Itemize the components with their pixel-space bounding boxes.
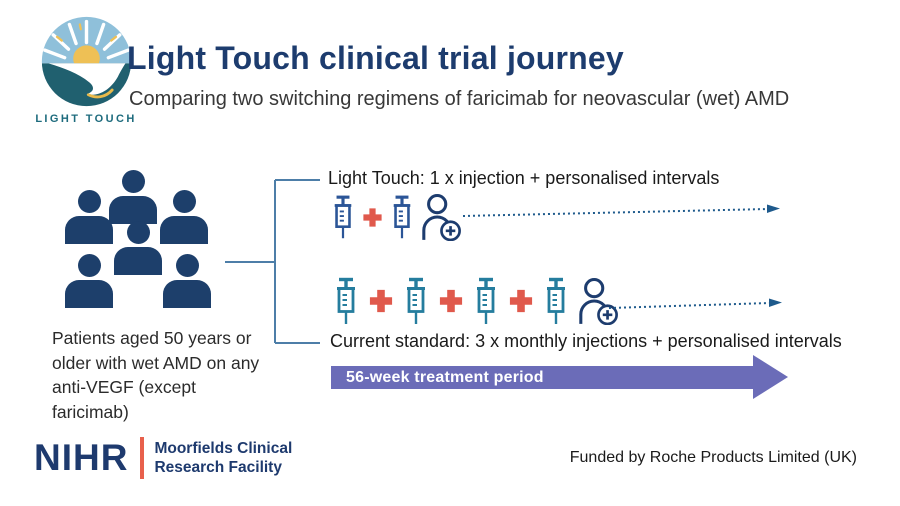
treatment-period-arrow: 56-week treatment period — [331, 366, 753, 389]
current-standard-interval-arrow — [608, 298, 782, 309]
plus-icon — [439, 289, 463, 313]
plus-icon — [509, 289, 533, 313]
funding-note: Funded by Roche Products Limited (UK) — [569, 449, 857, 466]
facility-line2: Research Facility — [154, 459, 282, 476]
person-icon — [160, 190, 208, 244]
patients-description: Patients aged 50 years or older with wet… — [52, 328, 260, 422]
nihr-logo: NIHR Moorfields Clinical Research Facili… — [34, 437, 292, 479]
current-standard-icon-row — [333, 276, 619, 326]
light-touch-logo-icon — [41, 16, 131, 107]
treatment-period-label: 56-week treatment period — [346, 368, 544, 386]
syringe-icon — [547, 277, 565, 324]
light-touch-icon-row — [331, 193, 462, 241]
facility-line1: Moorfields Clinical — [154, 440, 293, 457]
page-subtitle: Comparing two switching regimens of fari… — [129, 88, 790, 110]
person-add-icon — [579, 277, 618, 325]
logo-caption: LIGHT TOUCH — [35, 113, 137, 125]
person-icon — [65, 190, 113, 244]
syringe-icon — [393, 195, 411, 239]
connector-bracket — [225, 179, 320, 344]
light-touch-interval-arrow — [462, 204, 780, 217]
syringe-icon — [407, 277, 425, 324]
nihr-wordmark: NIHR — [34, 437, 129, 478]
person-add-icon — [422, 193, 461, 241]
person-icon — [109, 170, 157, 224]
syringe-icon — [477, 277, 495, 324]
treatment-period-arrowhead — [753, 355, 788, 399]
person-icon — [114, 221, 162, 275]
syringe-icon — [337, 277, 355, 324]
nihr-divider-bar — [140, 437, 145, 479]
person-icon — [65, 254, 113, 308]
nihr-facility-name: Moorfields Clinical Research Facility — [154, 439, 292, 477]
light-touch-arm-label: Light Touch: 1 x injection + personalise… — [328, 168, 720, 188]
page-title: Light Touch clinical trial journey — [127, 40, 624, 76]
light-touch-logo: LIGHT TOUCH — [24, 14, 148, 125]
person-icon — [163, 254, 211, 308]
plus-icon — [369, 289, 393, 313]
plus-icon — [363, 207, 382, 227]
current-standard-arm-label: Current standard: 3 x monthly injections… — [330, 331, 842, 351]
syringe-icon — [334, 195, 352, 239]
